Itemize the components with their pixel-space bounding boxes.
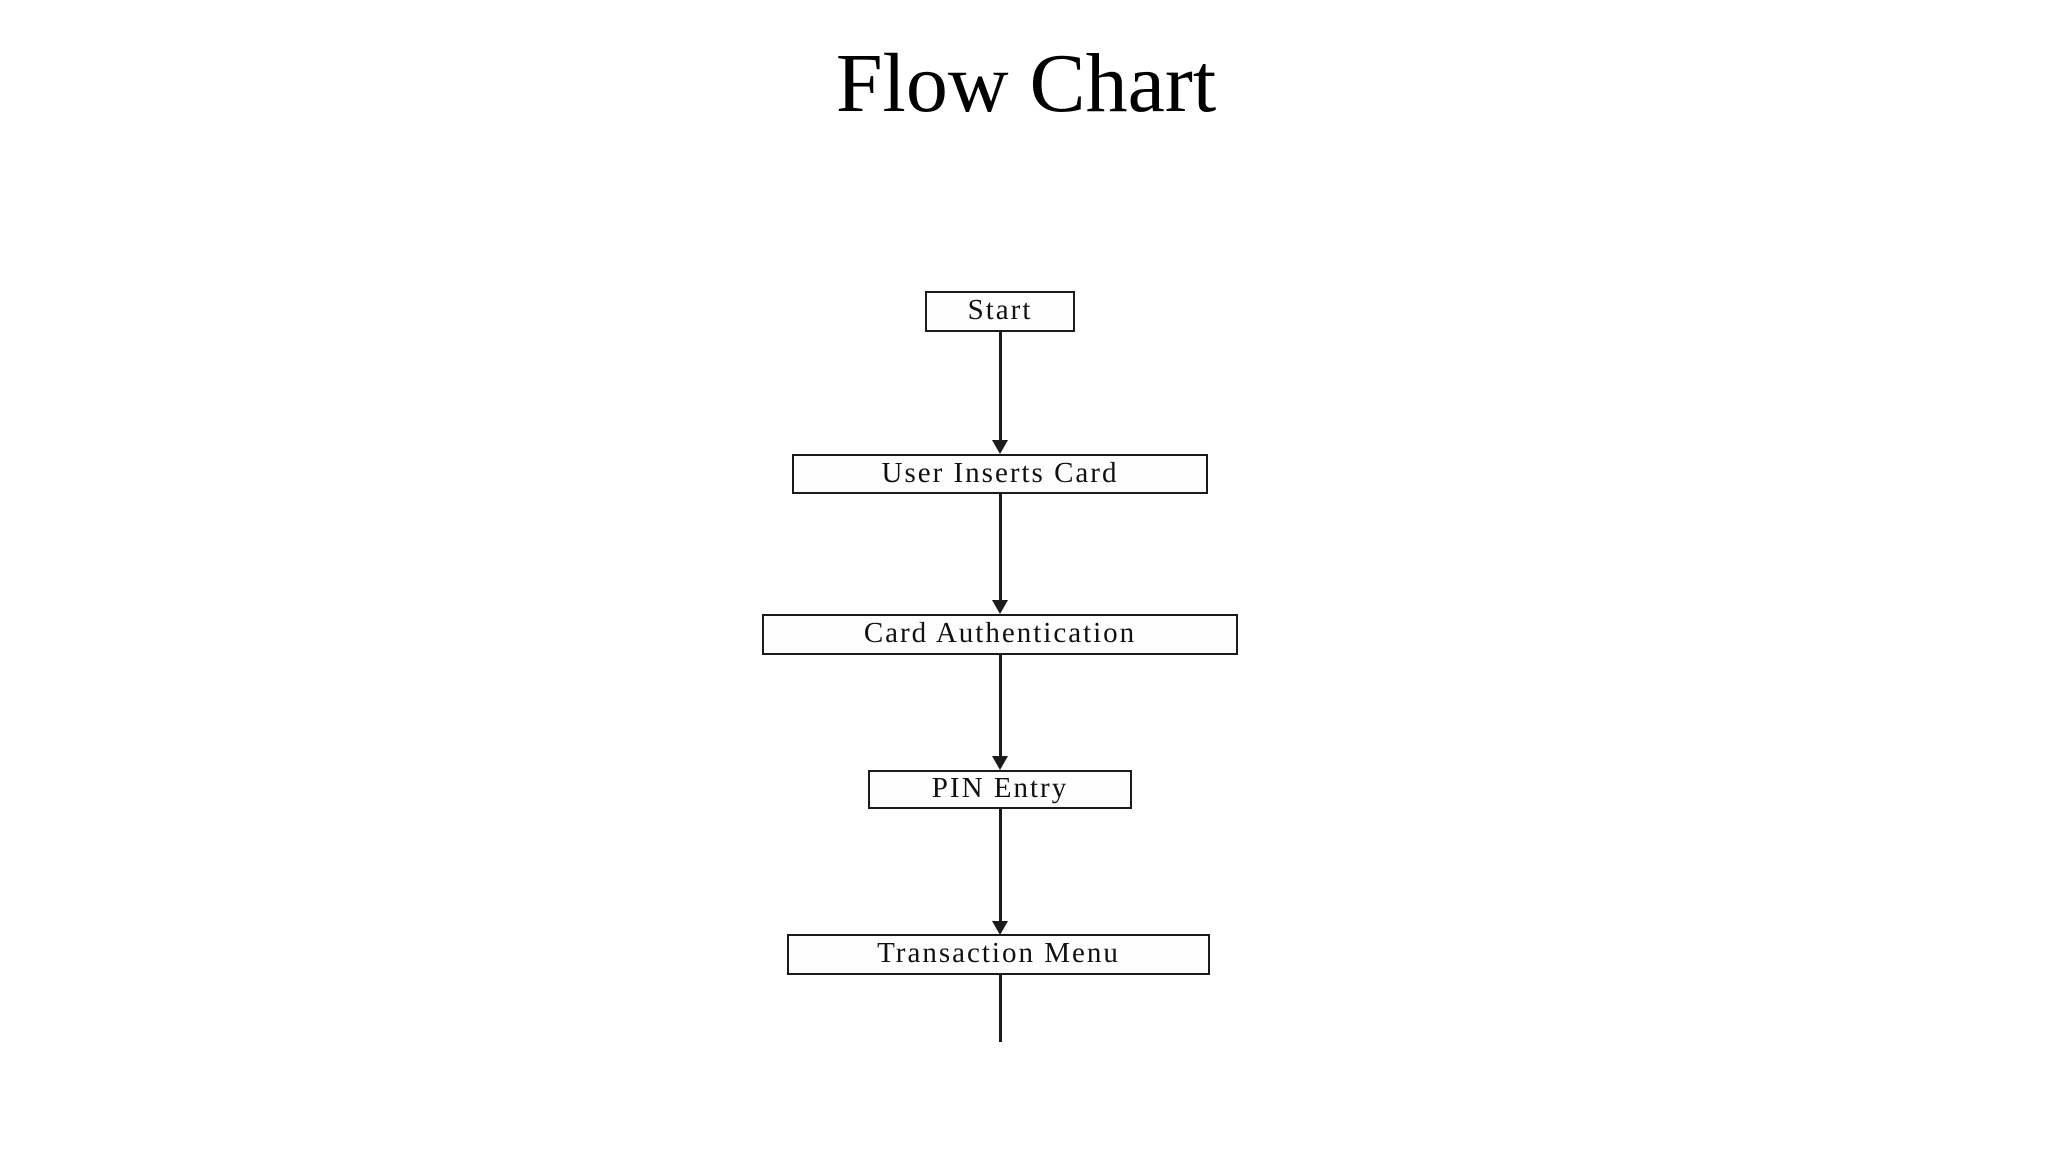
- flow-edge-pin-entry-to-transaction-menu: [999, 809, 1002, 921]
- arrow-down-icon: [992, 600, 1008, 614]
- flow-node-insert-card[interactable]: User Inserts Card: [792, 454, 1208, 494]
- flow-node-label: PIN Entry: [931, 772, 1069, 804]
- flow-node-pin-entry[interactable]: PIN Entry: [868, 770, 1132, 809]
- flow-node-card-authentication[interactable]: Card Authentication: [762, 614, 1238, 655]
- flow-node-label: User Inserts Card: [881, 456, 1119, 489]
- flow-node-transaction-menu[interactable]: Transaction Menu: [787, 934, 1210, 975]
- flow-edge-start-to-insert-card: [999, 332, 1002, 440]
- flow-edge-card-auth-to-pin-entry: [999, 655, 1002, 756]
- flow-edge-transaction-menu-continues: [999, 975, 1002, 1042]
- arrow-down-icon: [992, 921, 1008, 935]
- flow-node-label: Start: [967, 294, 1033, 326]
- arrow-down-icon: [992, 756, 1008, 770]
- flow-node-label: Card Authentication: [863, 617, 1137, 649]
- flow-node-label: Transaction Menu: [877, 937, 1120, 969]
- flow-node-start[interactable]: Start: [925, 291, 1075, 332]
- page-title: Flow Chart: [835, 37, 1217, 130]
- arrow-down-icon: [992, 440, 1008, 454]
- flow-edge-insert-card-to-card-auth: [999, 494, 1002, 600]
